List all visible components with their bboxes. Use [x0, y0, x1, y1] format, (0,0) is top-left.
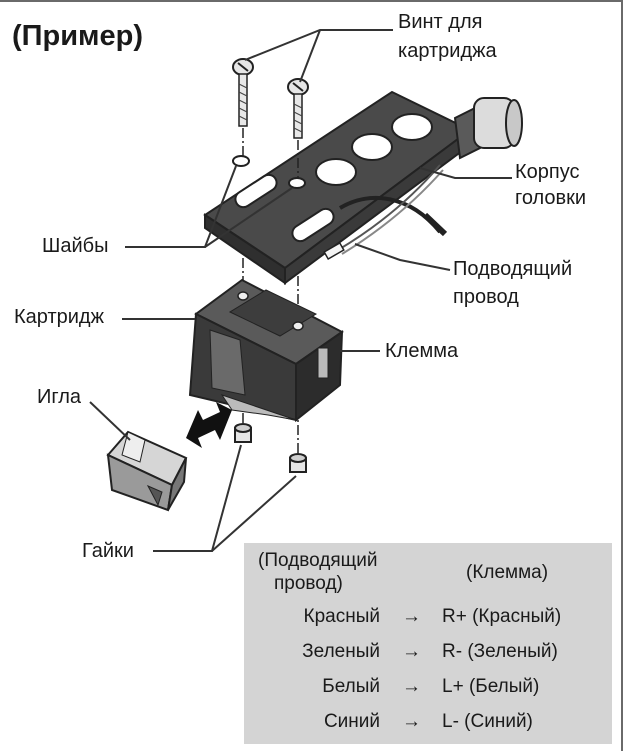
- washers: [232, 155, 306, 189]
- nuts-label: Гайки: [82, 540, 134, 562]
- headshell-connector: [453, 97, 523, 160]
- wiring-table-header-wire-line2: провод): [274, 573, 343, 594]
- wiring-table-row: Красный → R+ (Красный): [244, 600, 612, 634]
- figure-title: (Пример): [12, 20, 143, 52]
- wire-color: Белый: [322, 676, 380, 697]
- terminal-label: Клемма: [385, 340, 459, 362]
- arrow-icon: →: [402, 606, 421, 627]
- terminal-name: R+ (Красный): [442, 606, 562, 627]
- nuts: [234, 423, 307, 473]
- screw-left: [232, 58, 254, 127]
- stylus-label: Игла: [37, 386, 82, 408]
- wiring-table-header-terminal: (Клемма): [466, 562, 549, 583]
- wire-color: Зеленый: [302, 641, 380, 662]
- wiring-table-row: Зеленый → R- (Зеленый): [244, 635, 612, 669]
- screw-label-line1: Винт для: [398, 11, 483, 33]
- lead-wire: [323, 164, 444, 260]
- wiring-table-row: Белый → L+ (Белый): [244, 670, 612, 704]
- head-body-label-line2: головки: [515, 187, 587, 209]
- wiring-table-header-wire-line1: (Подводящий: [258, 550, 378, 571]
- stylus: [106, 430, 188, 512]
- cartridge-label: Картридж: [14, 306, 104, 328]
- insert-direction-arrow: [186, 402, 232, 448]
- wiring-table-row: Синий → L- (Синий): [244, 705, 612, 739]
- wire-color: Синий: [323, 711, 380, 732]
- terminal-name: L- (Синий): [442, 711, 533, 732]
- arrow-icon: →: [402, 676, 421, 697]
- screw-label-line2: картриджа: [398, 40, 497, 62]
- head-body-label-line1: Корпус: [515, 161, 580, 183]
- lead-wire-label-line2: провод: [453, 286, 519, 308]
- terminal-name: R- (Зеленый): [442, 641, 558, 662]
- wiring-table: (Подводящий провод) (Клемма) Красный → R…: [244, 543, 612, 744]
- lead-wire-label-line1: Подводящий: [453, 258, 573, 280]
- cartridge: [188, 278, 344, 423]
- washers-label: Шайбы: [42, 235, 109, 257]
- leader-lines: [89, 29, 512, 552]
- terminal-name: L+ (Белый): [442, 676, 540, 697]
- arrow-icon: →: [402, 711, 421, 732]
- screw-right: [287, 78, 309, 139]
- wire-color: Красный: [303, 606, 380, 627]
- arrow-icon: →: [402, 641, 421, 662]
